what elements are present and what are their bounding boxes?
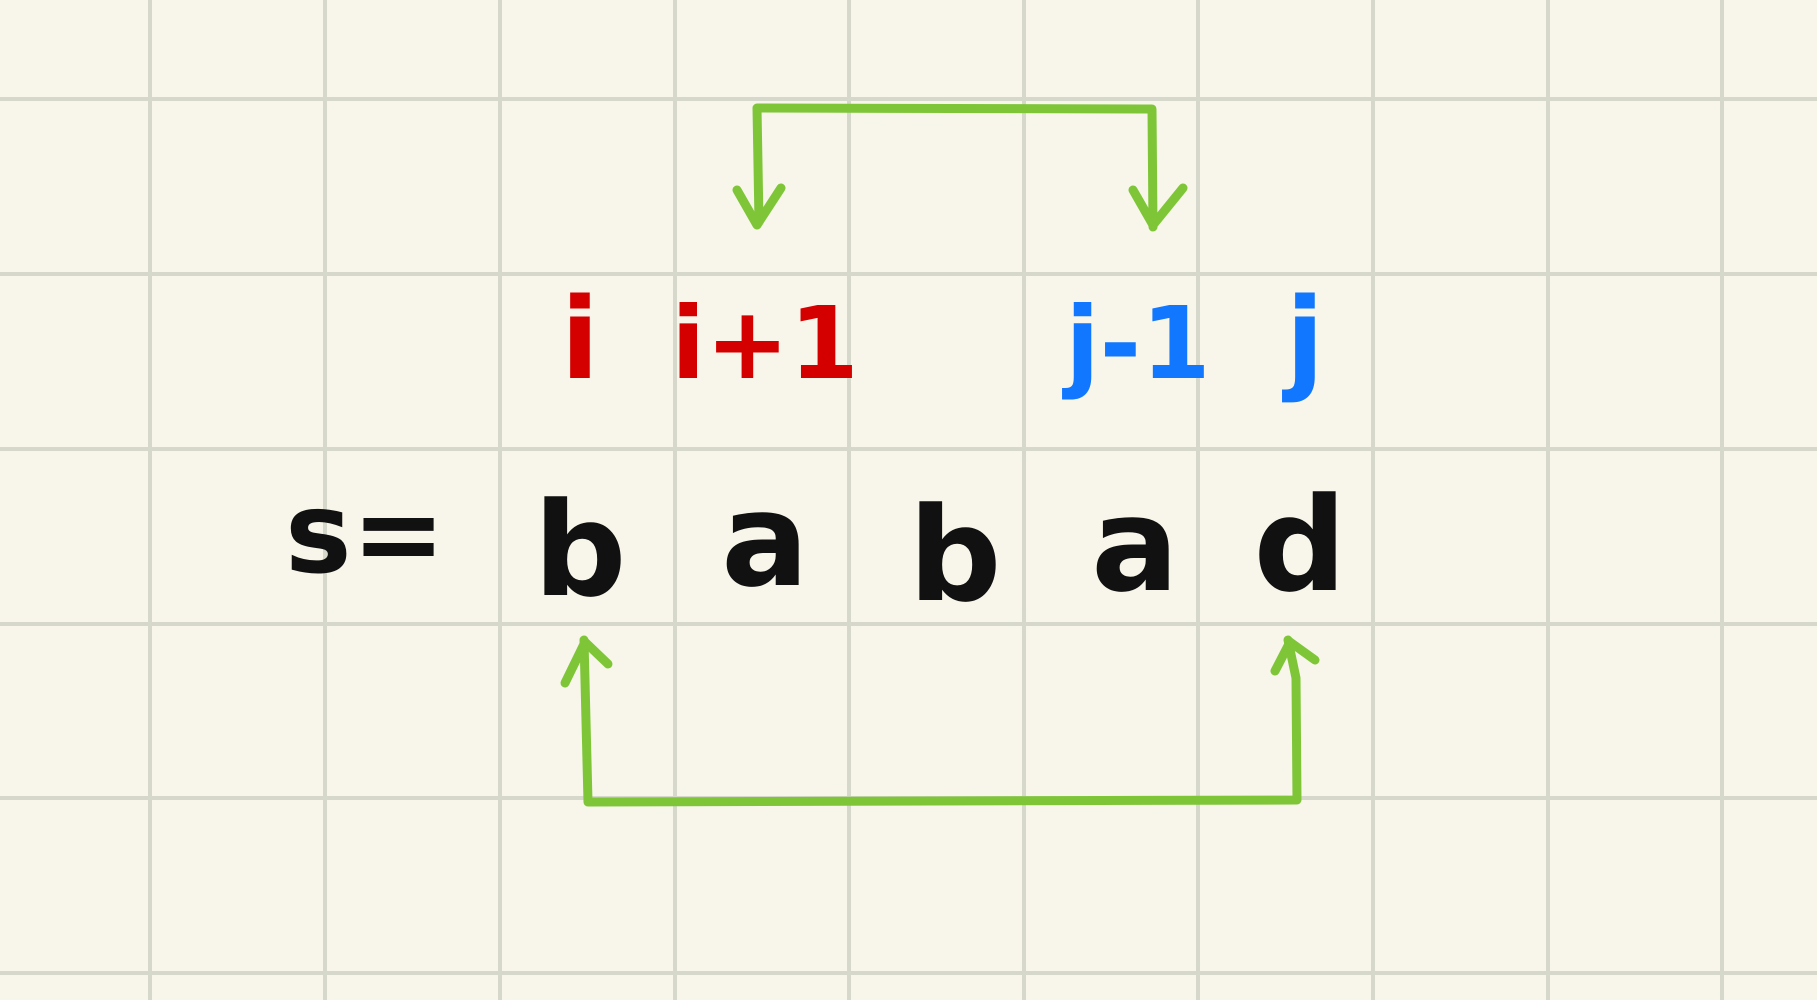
string-char-3: a [1091,469,1179,621]
pointer-label-j: j [1282,275,1324,405]
top-swap-arrow [732,103,1188,232]
pointer-label-i: i [561,275,599,405]
string-char-2: b [908,479,1001,631]
string-char-4: d [1253,469,1346,621]
string-prefix: s= [285,469,446,599]
pointer-label-i-plus-1: i+1 [671,285,859,402]
bottom-swap-arrow [560,635,1320,807]
string-char-0: b [533,474,626,626]
string-char-1: a [721,464,809,616]
pointer-label-j-minus-1: j-1 [1061,285,1210,402]
